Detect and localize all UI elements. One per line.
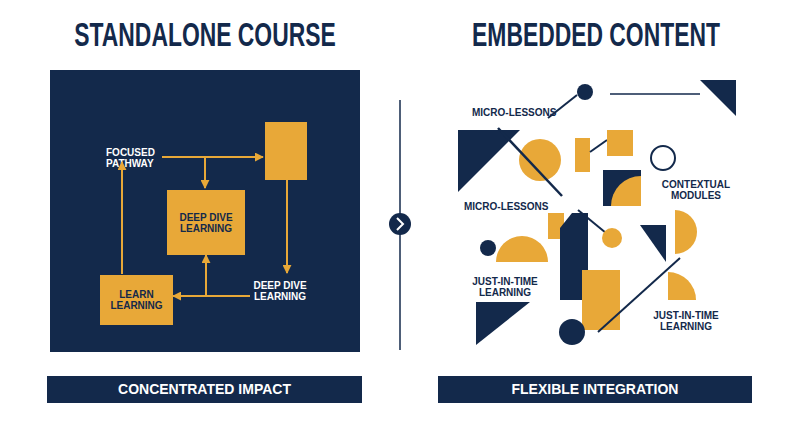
line-shape (498, 128, 562, 196)
half-disc-shape (675, 210, 697, 254)
circle-shape (602, 228, 622, 248)
triangle-shape (640, 225, 666, 262)
ring-shape (651, 146, 675, 170)
line-shape (578, 210, 606, 233)
summary-band: FLEXIBLE INTEGRATION (438, 376, 752, 403)
line-shape (610, 93, 700, 95)
triangle-shape (700, 80, 736, 116)
section-title: EMBEDDED CONTENT (459, 18, 734, 52)
rect-shape (582, 270, 620, 330)
quarter-shape (668, 272, 696, 300)
summary-band: CONCENTRATED IMPACT (47, 376, 362, 403)
divider (389, 100, 411, 350)
line-shape (590, 140, 607, 152)
process-box: DEEP DIVE LEARNING (167, 190, 245, 255)
quarter-shape (611, 176, 641, 206)
rect-shape (607, 130, 633, 156)
item-label: JUST-IN-TIME LEARNING (646, 310, 726, 332)
triangle-shape (458, 130, 520, 192)
node-text: LEARN LEARNING (104, 289, 169, 311)
half-disc-shape (496, 236, 548, 262)
course-panel: FOCUSED PATHWAY DEEP DIVE LEARNING DEEP DI… (50, 70, 360, 352)
panel-text: FOCUSED PATHWAY (106, 147, 168, 169)
triangle-shape (476, 302, 530, 345)
node-text: CONCENTRATED IMPACT (118, 382, 291, 397)
rect-shape (575, 138, 590, 172)
process-box: LEARN LEARNING (100, 275, 173, 325)
item-label: JUST-IN-TIME LEARNING (465, 276, 545, 298)
circle-shape (480, 240, 496, 256)
rect-shape (603, 170, 641, 206)
divider-line (399, 100, 401, 350)
node-text: DEEP DIVE LEARNING (171, 212, 241, 234)
rect-shape (548, 213, 564, 239)
numeral-shape (560, 213, 588, 300)
section-title: STANDALONE COURSE (69, 18, 342, 52)
divider-badge (389, 213, 411, 235)
scatter-shapes (458, 80, 736, 345)
panel-text: DEEP DIVE LEARNING (242, 280, 318, 302)
node-text: FLEXIBLE INTEGRATION (512, 382, 679, 397)
item-label: MICRO-LESSONS (464, 201, 554, 212)
circle-shape (559, 319, 585, 345)
circle-shape (577, 84, 593, 100)
chevron-icon (397, 218, 403, 230)
item-label: MICRO-LESSONS (472, 107, 562, 118)
item-label: CONTEXTUAL MODULES (656, 179, 736, 201)
circle-shape (519, 139, 561, 181)
